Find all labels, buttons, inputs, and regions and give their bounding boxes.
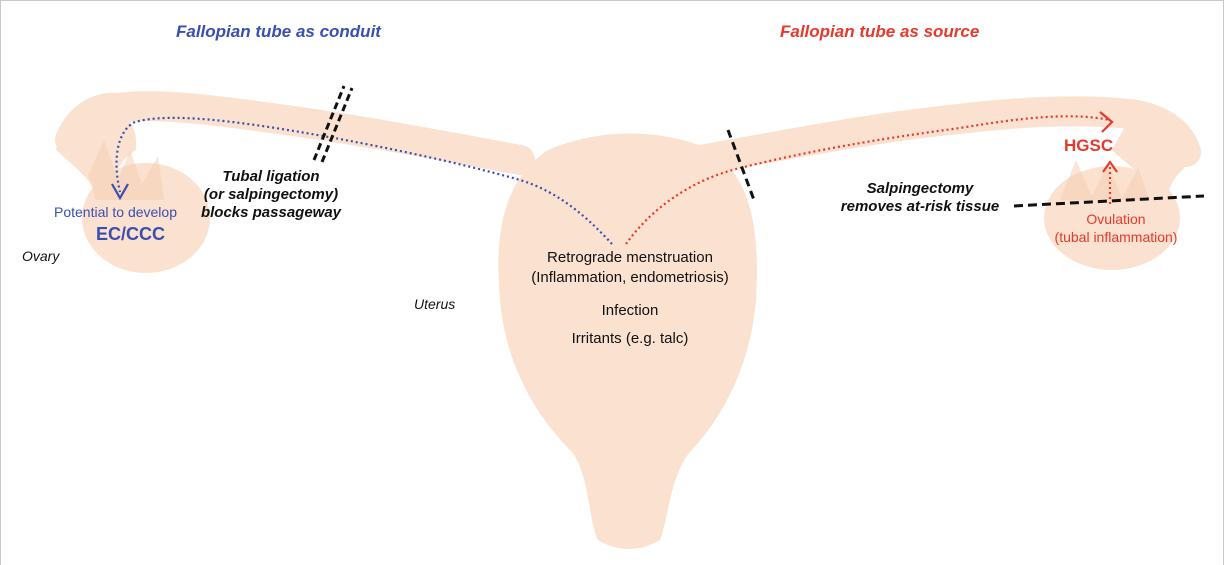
tubal-ligation-line-3: blocks passageway bbox=[196, 204, 346, 222]
ovulation-label: Ovulation (tubal inflammation) bbox=[1046, 210, 1186, 246]
ovary-label: Ovary bbox=[22, 248, 59, 264]
retrograde-label: Retrograde menstruation (Inflammation, e… bbox=[500, 248, 760, 288]
tubal-ligation-line-2: (or salpingectomy) bbox=[196, 186, 346, 204]
retrograde-line-2: (Inflammation, endometriosis) bbox=[500, 268, 760, 288]
tubal-ligation-line-1: Tubal ligation bbox=[196, 168, 346, 186]
source-heading: Fallopian tube as source bbox=[780, 22, 979, 42]
ec-ccc-label: EC/CCC bbox=[96, 224, 165, 245]
irritants-label: Irritants (e.g. talc) bbox=[500, 330, 760, 347]
infection-label: Infection bbox=[500, 302, 760, 319]
tubal-ligation-label: Tubal ligation (or salpingectomy) blocks… bbox=[196, 168, 346, 222]
salpingectomy-label: Salpingectomy removes at-risk tissue bbox=[820, 180, 1020, 216]
salpingectomy-line-2: removes at-risk tissue bbox=[820, 198, 1020, 216]
salpingectomy-line-1: Salpingectomy bbox=[820, 180, 1020, 198]
potential-label: Potential to develop bbox=[54, 204, 177, 220]
ovulation-line-2: (tubal inflammation) bbox=[1046, 228, 1186, 246]
left-fallopian-tube bbox=[70, 106, 520, 160]
conduit-heading: Fallopian tube as conduit bbox=[176, 22, 381, 42]
hgsc-label: HGSC bbox=[1064, 136, 1113, 156]
ovulation-line-1: Ovulation bbox=[1046, 210, 1186, 228]
uterus-label: Uterus bbox=[414, 296, 455, 312]
retrograde-line-1: Retrograde menstruation bbox=[500, 248, 760, 268]
